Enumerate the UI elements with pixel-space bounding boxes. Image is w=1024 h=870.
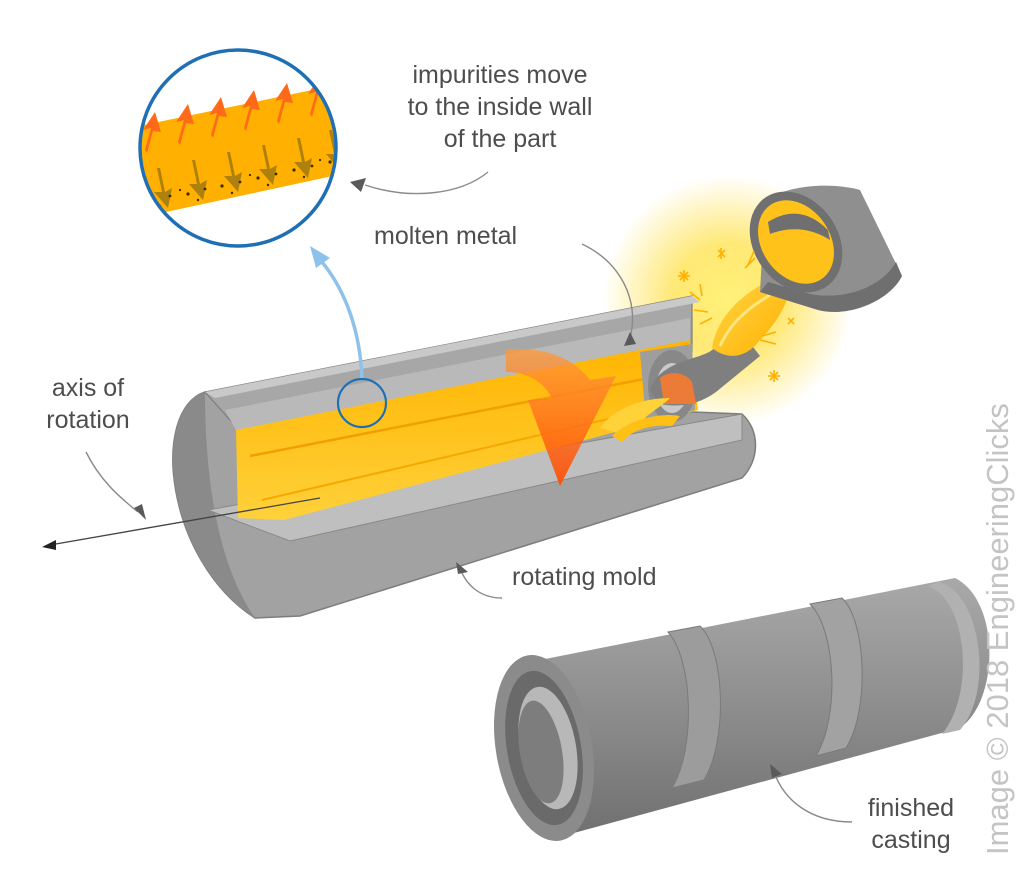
impurities-label: impurities move to the inside wall of th…	[378, 59, 622, 155]
finished-casting-label-line-2: casting	[871, 826, 951, 854]
zoom-pointer-arrowhead	[310, 246, 330, 268]
molten-metal-label: molten metal	[374, 222, 518, 250]
ladle	[712, 185, 902, 356]
rotating-mold-leader-arrowhead	[456, 562, 468, 574]
impurities-leader-arrowhead	[350, 178, 366, 192]
axis-of-rotation-label: axis of rotation	[28, 372, 148, 436]
finished-casting-leader-line	[773, 771, 853, 823]
impurities-leader-line	[364, 171, 489, 195]
axis-of-rotation-line	[49, 497, 321, 546]
impurities-label-line-1: impurities move	[412, 61, 588, 89]
impurities-label-line-3: of the part	[443, 125, 557, 153]
detail-marker-circle	[336, 377, 388, 429]
axis-leader-line	[85, 451, 139, 513]
axis-arrowhead	[42, 540, 56, 550]
copyright-watermark: Image © 2018 EngineeringClicks	[980, 403, 1015, 855]
finished-casting-label: finished casting	[848, 792, 974, 856]
axis-label-line-1: axis of	[51, 374, 125, 402]
impurities-label-line-2: to the inside wall	[407, 93, 593, 121]
finished-casting-label-line-1: finished	[867, 794, 955, 822]
finished-casting-pipe	[493, 578, 990, 841]
flow-direction-arrow	[506, 349, 616, 486]
impurities-zoom-detail	[138, 48, 338, 248]
rotating-mold-label: rotating mold	[512, 563, 657, 591]
zoom-circle-border	[138, 48, 338, 248]
molten-metal-leader-line	[581, 243, 634, 339]
sparks	[678, 248, 795, 382]
axis-label-line-2: rotation	[46, 406, 130, 434]
rotating-mold-leader-line	[459, 567, 503, 599]
axis-leader-arrowhead	[134, 504, 146, 520]
finished-casting-leader-arrowhead	[770, 764, 782, 778]
zoom-pointer-line	[320, 260, 364, 379]
molten-metal-leader-arrowhead	[624, 332, 636, 346]
rotating-mold	[172, 295, 760, 619]
